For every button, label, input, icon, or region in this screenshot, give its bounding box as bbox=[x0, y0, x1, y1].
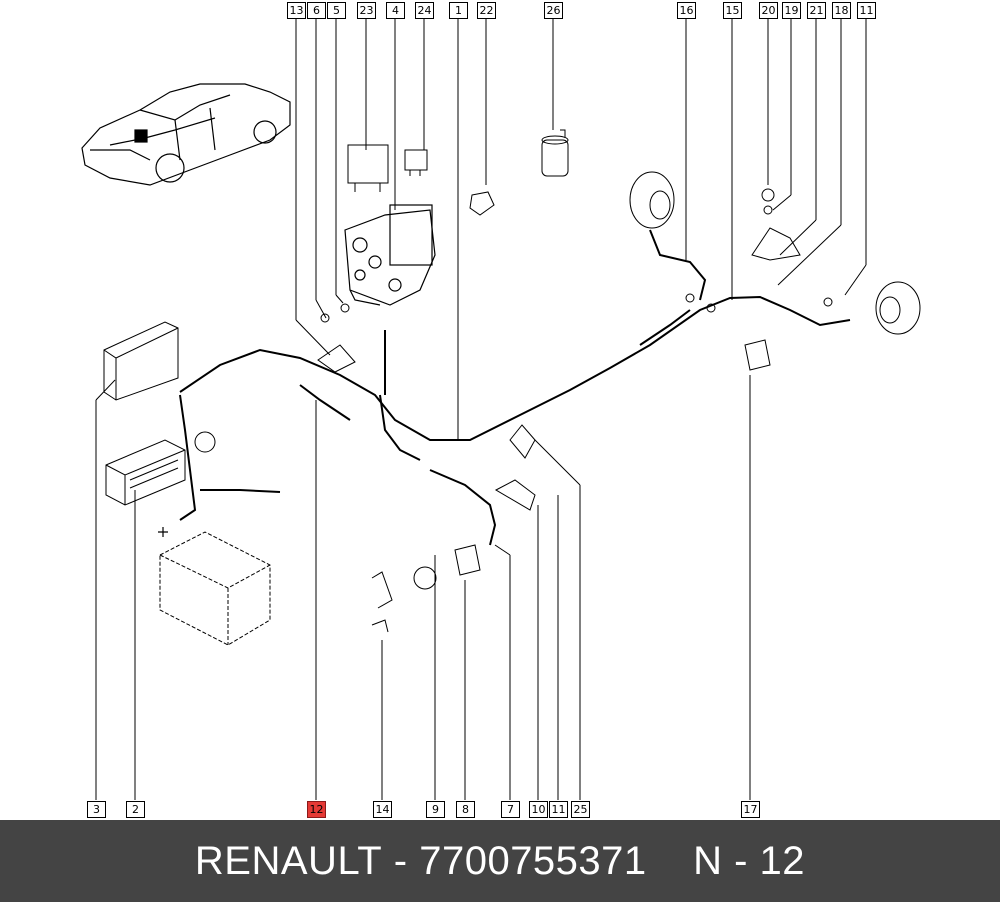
callout-10: 10 bbox=[529, 801, 548, 818]
callout-18: 18 bbox=[832, 2, 851, 19]
callout-24: 24 bbox=[415, 2, 434, 19]
rear-wheel-hub bbox=[875, 281, 921, 335]
bracket-19 bbox=[751, 188, 801, 261]
callout-13: 13 bbox=[287, 2, 306, 19]
callout-22: 22 bbox=[477, 2, 496, 19]
callout-3: 3 bbox=[87, 801, 106, 818]
callout-4: 4 bbox=[386, 2, 405, 19]
callout-5: 5 bbox=[327, 2, 346, 19]
clip-14 bbox=[371, 571, 393, 633]
relay-23 bbox=[347, 144, 389, 192]
sensor-8 bbox=[454, 544, 481, 576]
separator: - bbox=[382, 838, 420, 883]
connector-22 bbox=[469, 191, 495, 216]
callout-16: 16 bbox=[677, 2, 696, 19]
callout-26: 26 bbox=[544, 2, 563, 19]
callout-14: 14 bbox=[373, 801, 392, 818]
brand-name: RENAULT bbox=[194, 838, 383, 883]
callout-7: 7 bbox=[501, 801, 520, 818]
diagram-reference: N - 12 bbox=[693, 838, 806, 883]
callout-9: 9 bbox=[426, 801, 445, 818]
part-number: 7700755371 bbox=[419, 838, 647, 883]
battery-box-2 bbox=[105, 439, 186, 506]
bracket-10 bbox=[494, 479, 536, 511]
exploded-parts-diagram bbox=[81, 18, 921, 800]
callout-19: 19 bbox=[782, 2, 801, 19]
leader-lines bbox=[95, 18, 867, 800]
bracket-17 bbox=[744, 339, 771, 371]
relay-24 bbox=[404, 149, 428, 176]
callout-15: 15 bbox=[723, 2, 742, 19]
sensor-26 bbox=[541, 129, 569, 177]
callout-20: 20 bbox=[759, 2, 778, 19]
front-wheel-hub bbox=[629, 171, 675, 229]
wiring-harness bbox=[179, 229, 851, 546]
abs-hydraulic-unit bbox=[344, 204, 436, 306]
spacer bbox=[647, 839, 693, 884]
callout-11-top: 11 bbox=[857, 2, 876, 19]
callout-11-bottom: 11 bbox=[549, 801, 568, 818]
bracket-13 bbox=[317, 344, 356, 373]
bracket-25 bbox=[509, 424, 536, 459]
callout-12-highlighted: 12 bbox=[307, 801, 326, 818]
callout-17: 17 bbox=[741, 801, 760, 818]
callout-21: 21 bbox=[807, 2, 826, 19]
callout-8: 8 bbox=[456, 801, 475, 818]
callout-6: 6 bbox=[307, 2, 326, 19]
vehicle-location-sketch bbox=[81, 83, 291, 186]
ecu-module-3 bbox=[103, 321, 179, 401]
callout-25: 25 bbox=[571, 801, 590, 818]
callout-23: 23 bbox=[357, 2, 376, 19]
part-info-banner: RENAULT - 7700755371 N - 12 bbox=[0, 820, 1000, 902]
callout-1: 1 bbox=[449, 2, 468, 19]
callout-2: 2 bbox=[126, 801, 145, 818]
car-battery bbox=[159, 531, 271, 646]
